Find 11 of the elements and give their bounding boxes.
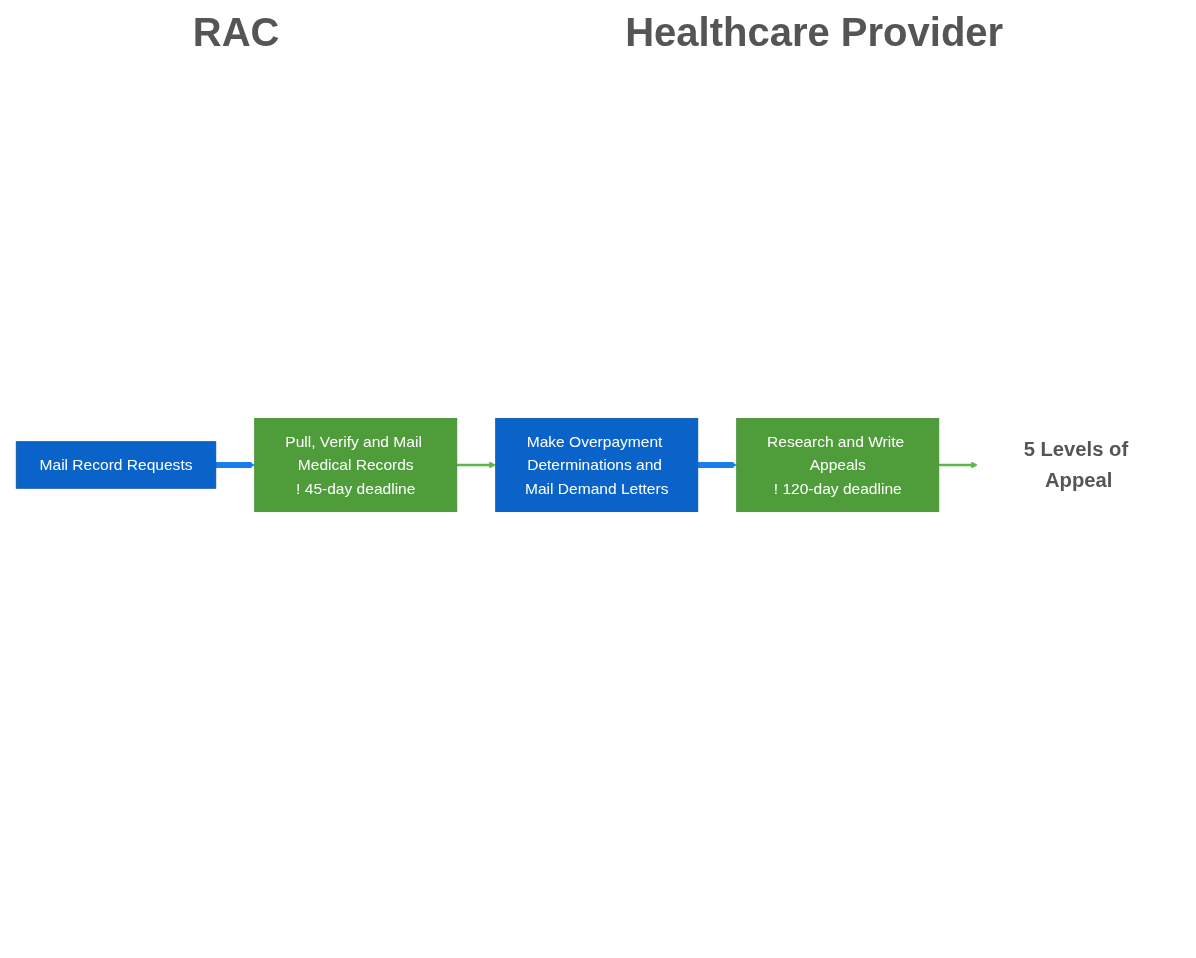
- arrow: [215, 461, 255, 469]
- column-heading: Healthcare Provider: [625, 10, 1004, 55]
- arrow: [938, 461, 978, 469]
- node-box: Research and Write Appeals ! 120-day deadline: [736, 417, 940, 513]
- node-box: Pull, Verify and Mail Medical Records ! 45-day deadline: [254, 417, 458, 513]
- node-box: Make Overpayment Determinations and Mail Demand Letters: [495, 417, 699, 513]
- arrow: [456, 461, 496, 469]
- node-text: 5 Levels of Appeal: [1023, 437, 1129, 492]
- column-heading: RAC: [192, 10, 280, 55]
- node-box: Mail Record Requests: [15, 441, 217, 489]
- arrow: [697, 461, 737, 469]
